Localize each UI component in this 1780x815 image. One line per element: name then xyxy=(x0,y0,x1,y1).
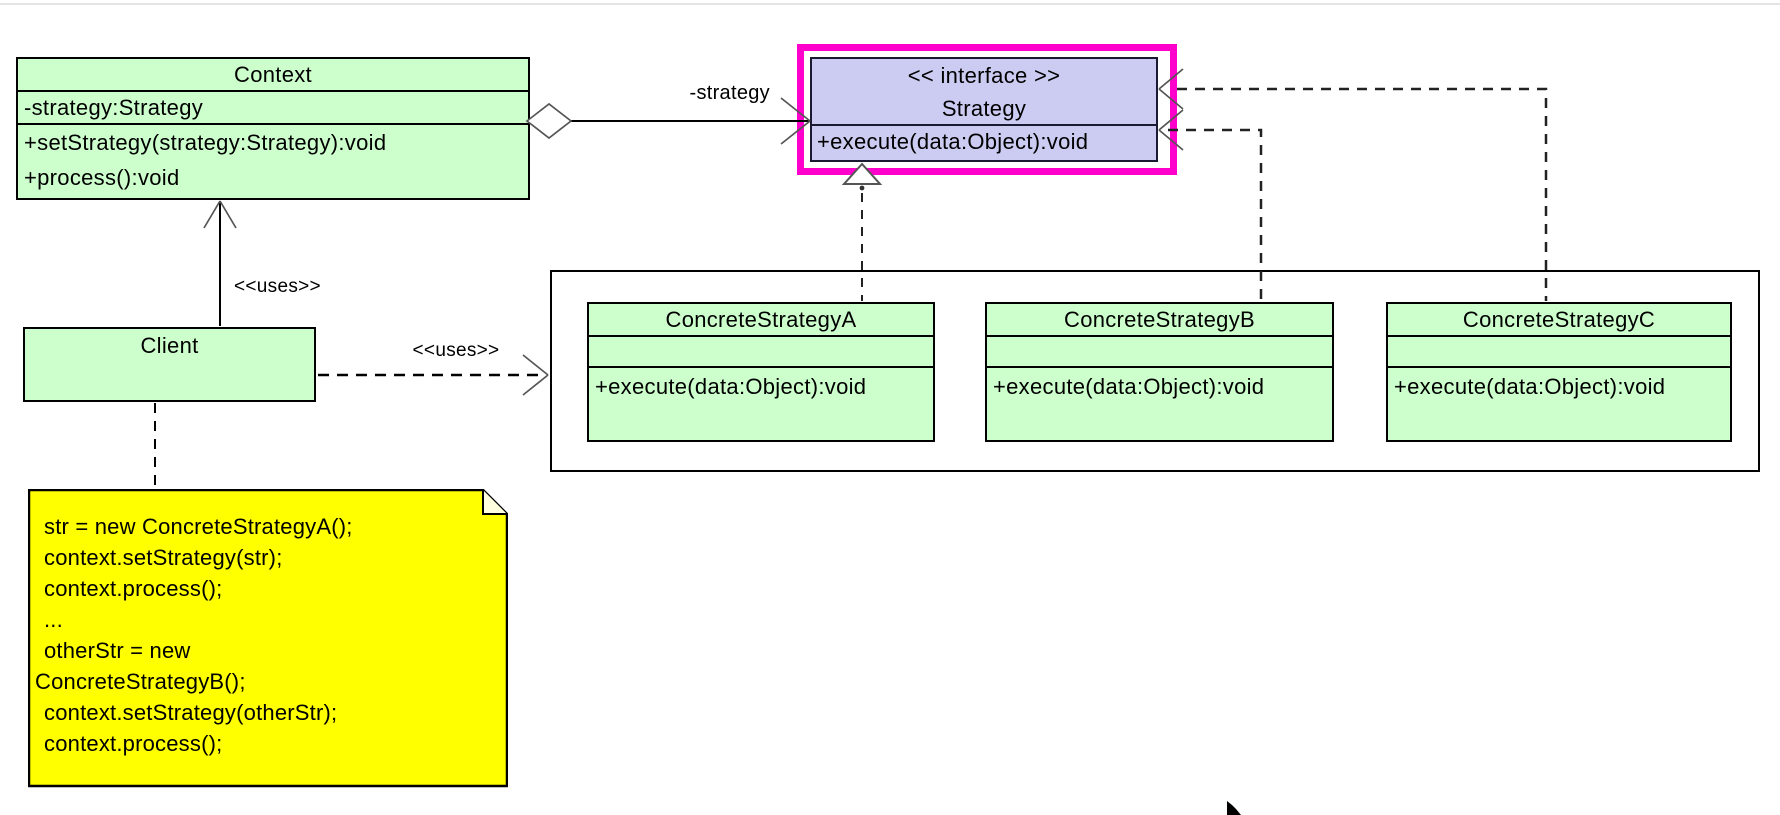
aggregation-role-label: -strategy xyxy=(689,82,770,104)
class-context[interactable]: Context -strategy:Strategy +setStrategy(… xyxy=(16,57,530,200)
window-top-border xyxy=(0,3,1780,5)
class-concrete-strategy-a-attributes xyxy=(589,337,933,368)
note-code-line: context.process(); xyxy=(44,576,223,601)
class-strategy-stereotype: << interface >> xyxy=(907,63,1061,88)
class-concrete-strategy-c[interactable]: ConcreteStrategyC +execute(data:Object):… xyxy=(1386,302,1732,442)
class-concrete-strategy-a[interactable]: ConcreteStrategyA +execute(data:Object):… xyxy=(587,302,935,442)
class-context-title: Context xyxy=(18,59,528,92)
note-code-line: ... xyxy=(44,607,63,632)
class-context-method-setstrategy: +setStrategy(strategy:Strategy):void xyxy=(24,130,387,155)
note-code-line: context.setStrategy(str); xyxy=(44,545,283,570)
class-concrete-strategy-c-method-execute: +execute(data:Object):void xyxy=(1394,374,1666,399)
uses-label-client-context: <<uses>> xyxy=(234,276,321,297)
class-strategy-title: Strategy xyxy=(812,93,1156,126)
class-concrete-strategy-c-attributes xyxy=(1388,337,1730,368)
strategies-container-box[interactable] xyxy=(550,270,1760,472)
class-concrete-strategy-b-attributes xyxy=(987,337,1332,368)
note-code-line: ConcreteStrategyB(); xyxy=(35,669,246,694)
mouse-cursor-icon xyxy=(1227,801,1241,815)
class-context-method-process: +process():void xyxy=(24,164,180,190)
class-concrete-strategy-b-method-execute: +execute(data:Object):void xyxy=(993,374,1265,399)
class-concrete-strategy-c-title: ConcreteStrategyC xyxy=(1388,304,1730,337)
class-concrete-strategy-b[interactable]: ConcreteStrategyB +execute(data:Object):… xyxy=(985,302,1334,442)
connector-realization-c[interactable] xyxy=(1158,68,1548,301)
note-code-line: context.setStrategy(otherStr); xyxy=(44,700,338,725)
note-code-text: str = new ConcreteStrategyA(); context.s… xyxy=(28,489,508,759)
class-concrete-strategy-a-method-execute: +execute(data:Object):void xyxy=(595,374,867,399)
connector-client-uses-context[interactable] xyxy=(203,200,237,326)
code-note[interactable]: str = new ConcreteStrategyA(); context.s… xyxy=(28,489,508,788)
class-client-title: Client xyxy=(140,333,199,358)
class-concrete-strategy-b-title: ConcreteStrategyB xyxy=(987,304,1332,337)
uses-label-client-strategies: <<uses>> xyxy=(412,340,500,361)
note-code-line: str = new ConcreteStrategyA(); xyxy=(44,514,353,539)
note-code-line: otherStr = new xyxy=(44,638,191,663)
note-code-line: context.process(); xyxy=(44,731,223,756)
class-context-attribute: -strategy:Strategy xyxy=(18,92,528,125)
class-client[interactable]: Client xyxy=(23,327,316,402)
class-strategy-method-execute: +execute(data:Object):void xyxy=(817,129,1089,154)
class-concrete-strategy-a-title: ConcreteStrategyA xyxy=(589,304,933,337)
class-strategy[interactable]: << interface >> Strategy +execute(data:O… xyxy=(810,57,1158,162)
